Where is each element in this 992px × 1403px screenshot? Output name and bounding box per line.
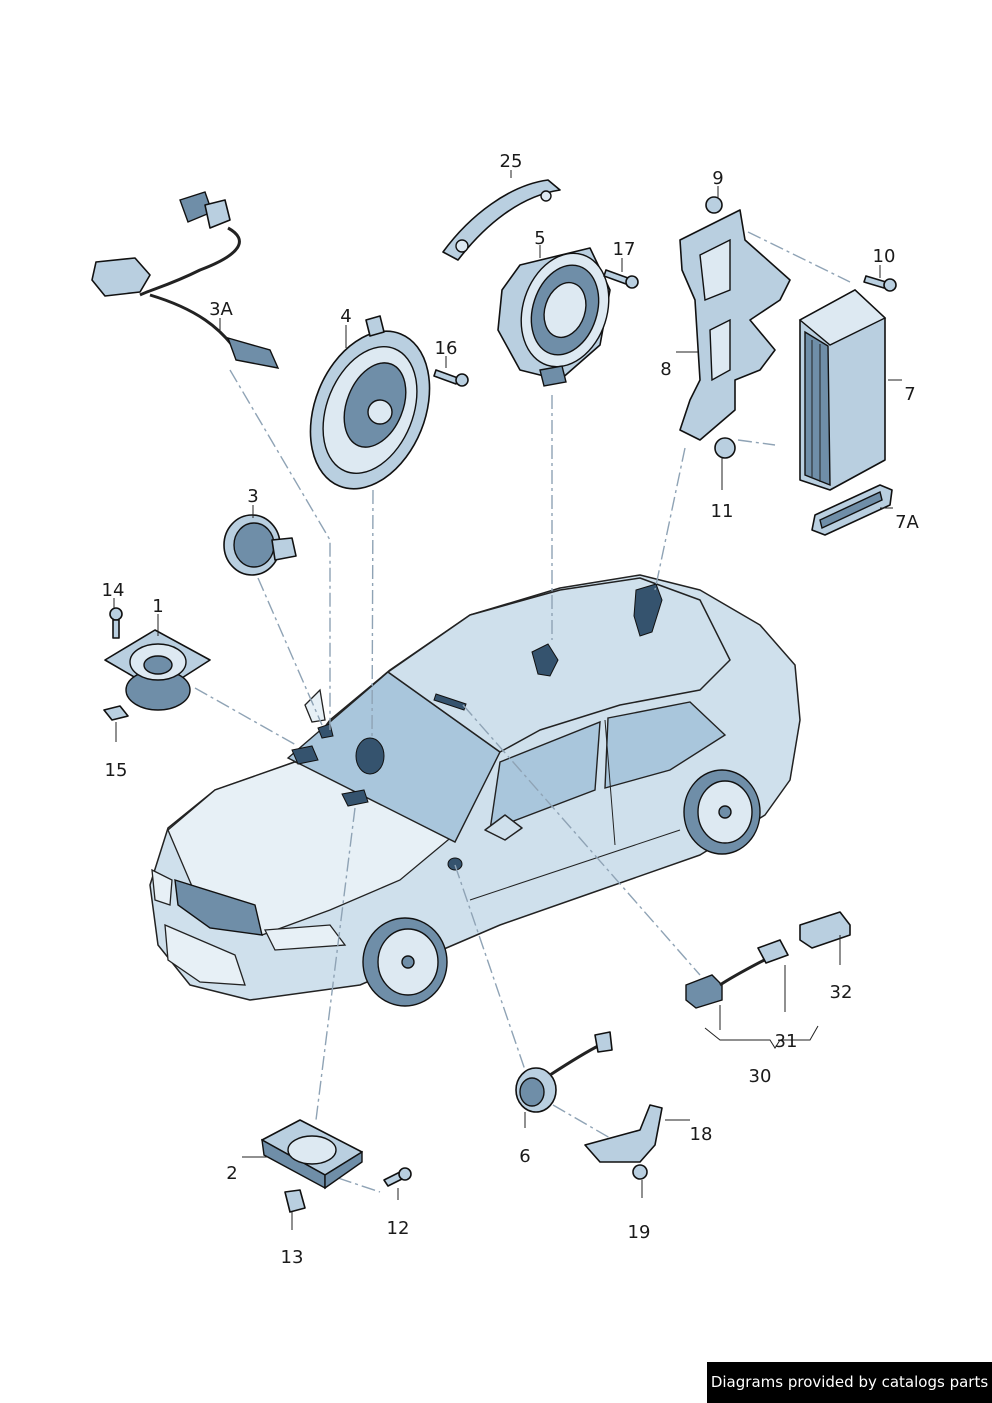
part-1-speaker [104,629,211,711]
callout-3: 3 [247,486,258,507]
location-center-speaker [341,789,369,807]
callout-31: 31 [775,1031,798,1052]
part-7-amplifier [798,289,887,491]
callout-5: 5 [534,228,545,249]
callout-9: 9 [712,168,723,189]
part-6-tweeter [515,1031,613,1113]
callout-2: 2 [226,1163,237,1184]
part-18-bracket [584,1104,663,1163]
callout-numbers: 25 5 17 9 10 8 7 11 7A 3A 4 16 3 14 1 15… [102,151,920,1268]
callout-19: 19 [628,1222,651,1243]
part-16-screw [433,369,469,387]
footer-banner: Diagrams provided by catalogs parts [707,1362,992,1403]
callout-13: 13 [281,1247,304,1268]
callout-4: 4 [340,306,351,327]
part-8-bracket [679,209,791,441]
part-5-rear-speaker [497,247,611,387]
location-amplifier [633,583,663,637]
part-9-nut [705,196,723,214]
part-17-screw [603,269,639,289]
rear-wheel [683,769,761,855]
callout-14: 14 [102,580,125,601]
part-13-clip [284,1189,306,1213]
callout-7: 7 [904,384,915,405]
callout-6: 6 [519,1146,530,1167]
callout-11: 11 [711,501,734,522]
callout-3a: 3A [209,299,233,320]
part-32-connector [799,911,851,949]
callout-32: 32 [830,982,853,1003]
callout-30: 30 [749,1066,772,1087]
part-3a-wiring-harness [91,191,280,369]
location-rear-speaker [531,643,559,677]
part-7a-connector [811,484,893,536]
car-illustration [149,574,801,1007]
part-15-clip [103,705,129,721]
part-31-harness [685,939,789,1009]
part-4-door-speaker [309,315,431,490]
part-12-screw [383,1167,412,1187]
callout-8: 8 [660,359,671,380]
callout-18: 18 [690,1124,713,1145]
location-front-door-speaker [355,737,385,775]
callout-25: 25 [500,151,523,172]
callout-16: 16 [435,338,458,359]
callout-15: 15 [105,760,128,781]
callout-17: 17 [613,239,636,260]
part-14-screw [109,607,123,639]
part-11-nut [714,437,736,459]
part-3-tweeter [223,514,297,576]
front-wheel [362,917,448,1007]
callout-1: 1 [152,596,163,617]
leader-lines [113,170,902,1230]
part-10-screw [863,275,897,292]
callout-7a: 7A [895,512,919,533]
location-microphone [433,693,467,711]
part-19-screw [632,1164,648,1180]
callout-12: 12 [387,1218,410,1239]
part-25-trim [442,179,561,261]
location-lines [194,231,851,1193]
callout-10: 10 [873,246,896,267]
part-2-speaker [261,1119,363,1190]
location-dash-left-speaker [291,745,319,765]
